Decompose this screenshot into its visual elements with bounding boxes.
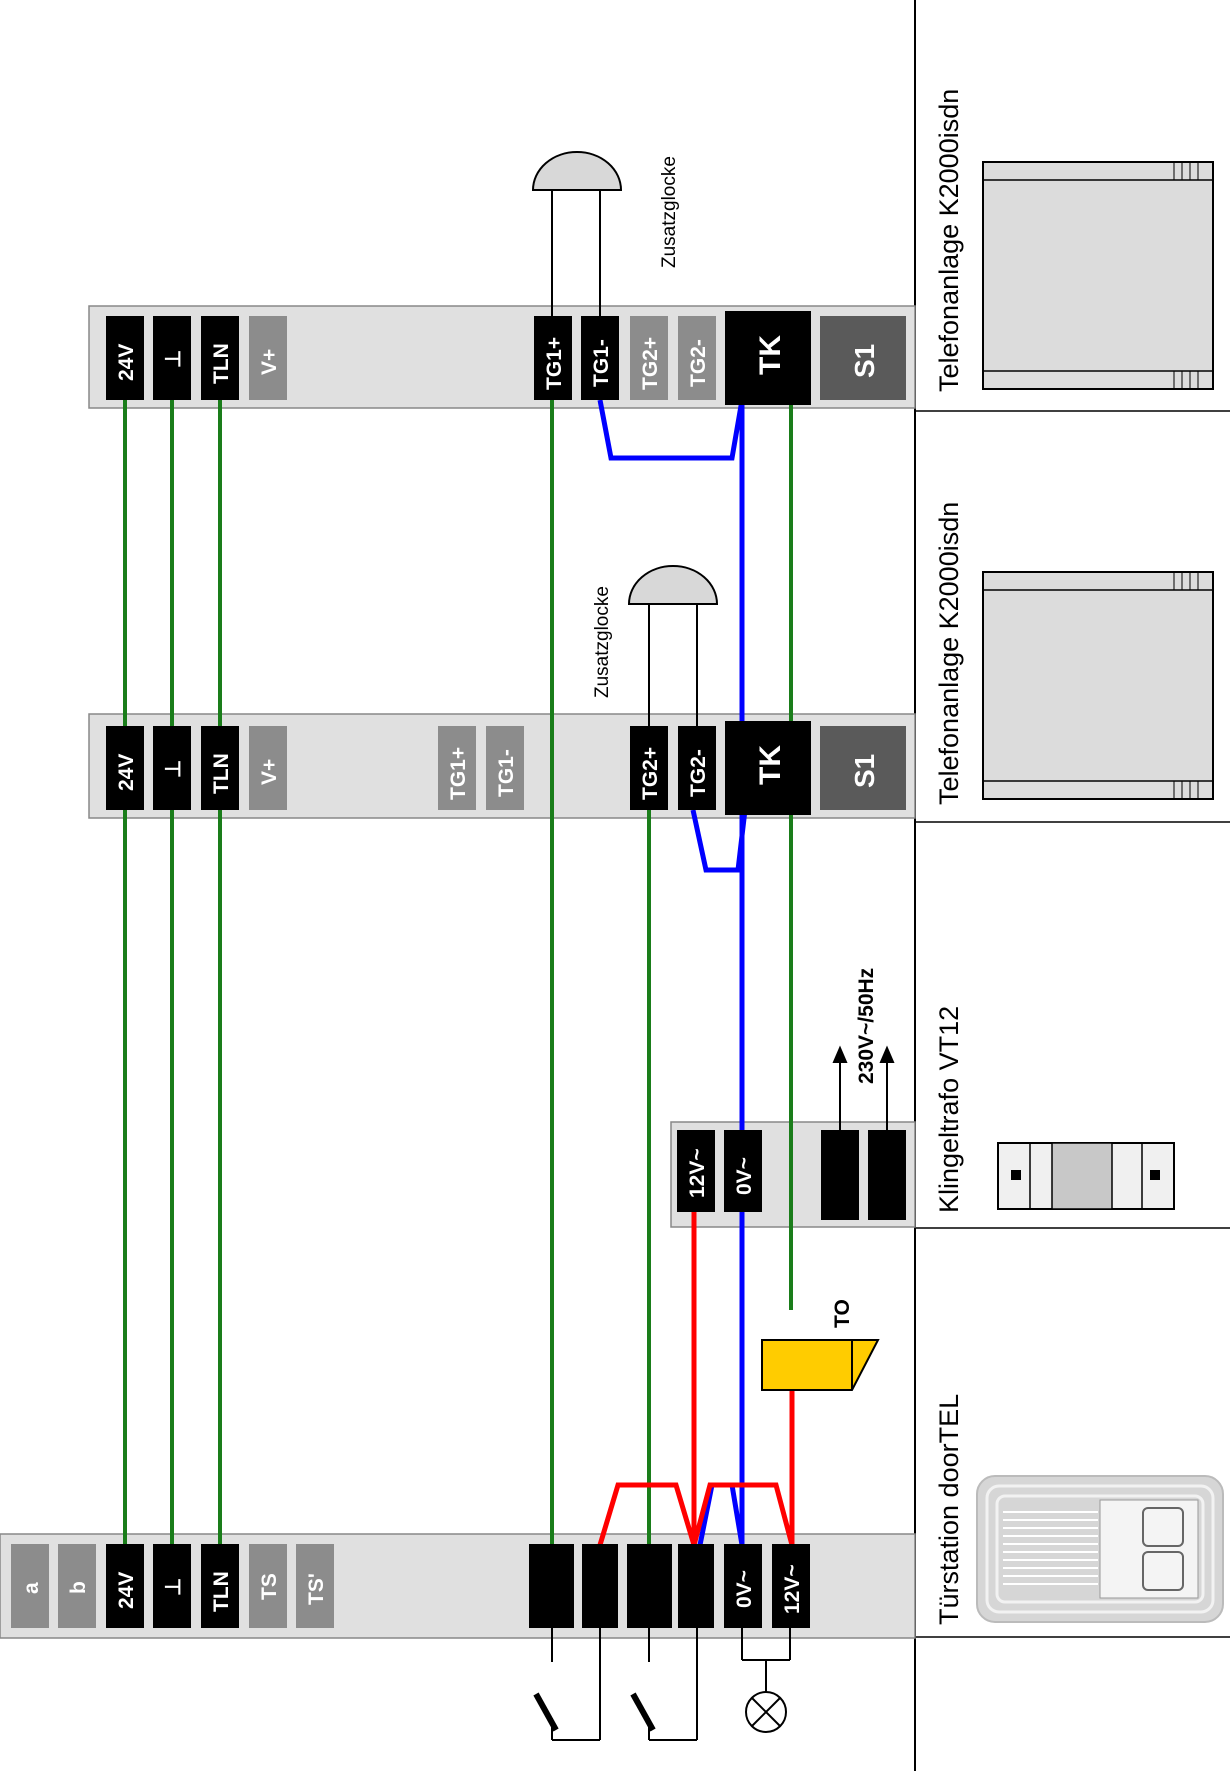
terminal-tk: TK (725, 721, 811, 815)
terminal-12v-ac: 12V~ (677, 1130, 715, 1212)
svg-text:TG2+: TG2+ (639, 337, 662, 390)
terminal-tg2-minus: TG2- (678, 726, 716, 810)
unit-2-terminals: 24V ⊥ TLN V+ TG1+ TG1- TG2+ TG2- TK S1 (106, 721, 906, 815)
terminal-ts-prime: TS' (296, 1544, 334, 1628)
terminal-tln: TLN (201, 726, 239, 810)
svg-text:V+: V+ (258, 759, 281, 785)
svg-text:0V~: 0V~ (733, 1157, 756, 1195)
terminal-ground: ⊥ (153, 1544, 191, 1628)
lamp-icon (741, 1628, 791, 1733)
door-station-icon (976, 1475, 1224, 1623)
arrow-icon (832, 1045, 895, 1130)
door-opener-icon (761, 1339, 880, 1391)
bell-icon (627, 565, 719, 605)
svg-text:S1: S1 (849, 344, 880, 378)
terminal-tg2-plus: TG2+ (630, 316, 668, 400)
panel-label-phone-1: Telefonanlage K2000isdn (934, 502, 964, 805)
switch-icon (533, 1628, 601, 1741)
rail-door-station (0, 1533, 916, 1639)
terminal-tg1-plus: TG1+ (438, 726, 476, 810)
terminal-s1: S1 (820, 316, 906, 400)
mains-label: 230V~/50Hz (855, 968, 878, 1084)
terminal-tk: TK (725, 311, 811, 405)
bell-label: Zusatzglocke (659, 156, 680, 268)
terminal-tg2-minus: TG2- (678, 316, 716, 400)
terminal-tg1-plus: TG1+ (534, 316, 572, 400)
terminal-switch-1a (529, 1544, 574, 1628)
svg-text:24V: 24V (115, 344, 138, 381)
svg-text:TLN: TLN (210, 343, 233, 384)
door-station-terminals: a b 24V ⊥ TLN TS TS' 0V~ 12V~ (11, 1544, 810, 1628)
panel-label-phone-2: Telefonanlage K2000isdn (934, 89, 964, 392)
svg-text:TLN: TLN (210, 1571, 233, 1612)
terminal-ground: ⊥ (153, 316, 191, 400)
mains-terminal (868, 1130, 906, 1220)
svg-text:⊥: ⊥ (162, 350, 185, 368)
terminal-tln: TLN (201, 316, 239, 400)
svg-text:TG1-: TG1- (495, 749, 518, 797)
svg-text:12V~: 12V~ (686, 1148, 709, 1198)
phone-system-icon (982, 161, 1214, 390)
transformer-terminals: 12V~ 0V~ (677, 1130, 906, 1220)
svg-text:TG2+: TG2+ (639, 747, 662, 800)
terminal-24v: 24V (106, 316, 144, 400)
svg-text:V+: V+ (258, 349, 281, 375)
terminal-ground: ⊥ (153, 726, 191, 810)
svg-text:0V~: 0V~ (733, 1570, 756, 1608)
svg-text:12V~: 12V~ (781, 1564, 804, 1614)
terminal-tln: TLN (201, 1544, 239, 1628)
svg-text:⊥: ⊥ (162, 760, 185, 778)
terminal-24v: 24V (106, 726, 144, 810)
wires-bell-black (551, 190, 698, 728)
wires-ac-red (597, 1212, 795, 1546)
mains-terminal (821, 1130, 859, 1220)
terminal-a: a (11, 1544, 49, 1628)
panel-label-transformer: Klingeltrafo VT12 (934, 1006, 964, 1213)
bell-label: Zusatzglocke (592, 586, 613, 698)
terminal-tg1-minus: TG1- (486, 726, 524, 810)
panel-label-door-station: Türstation doorTEL (934, 1394, 964, 1625)
terminal-s1: S1 (820, 726, 906, 810)
svg-text:⊥: ⊥ (162, 1578, 185, 1596)
bell-icon (531, 151, 623, 191)
terminal-switch-1b (582, 1544, 618, 1628)
switch-icon (630, 1628, 698, 1741)
terminal-ts: TS (249, 1544, 287, 1628)
svg-text:TLN: TLN (210, 753, 233, 794)
terminal-b: b (58, 1544, 96, 1628)
phone-system-icon (982, 571, 1214, 800)
door-opener-label: TO (831, 1299, 854, 1328)
terminal-v-plus: V+ (249, 316, 287, 400)
svg-text:TS': TS' (305, 1573, 328, 1605)
terminal-switch-2a (627, 1544, 672, 1628)
svg-text:TK: TK (754, 335, 787, 375)
svg-text:b: b (67, 1581, 90, 1594)
terminal-tg2-plus: TG2+ (630, 726, 668, 810)
unit-1-terminals: 24V ⊥ TLN V+ TG1+ TG1- TG2+ TG2- TK S1 (106, 311, 906, 405)
terminal-v-plus: V+ (249, 726, 287, 810)
svg-text:24V: 24V (115, 754, 138, 791)
svg-text:TG1+: TG1+ (543, 337, 566, 390)
terminal-12v-ac: 12V~ (772, 1544, 810, 1628)
svg-text:TG1-: TG1- (590, 339, 613, 387)
svg-text:TS: TS (258, 1573, 281, 1600)
transformer-icon (997, 1142, 1175, 1210)
terminal-0v-ac: 0V~ (724, 1544, 762, 1628)
svg-text:24V: 24V (115, 1572, 138, 1609)
terminal-switch-2b (678, 1544, 714, 1628)
terminal-0v-ac: 0V~ (724, 1130, 762, 1212)
svg-text:TG2-: TG2- (687, 339, 710, 387)
terminal-24v: 24V (106, 1544, 144, 1628)
label-strip (914, 0, 1230, 1771)
terminal-tg1-minus: TG1- (581, 316, 619, 400)
svg-text:S1: S1 (849, 754, 880, 788)
svg-text:TG1+: TG1+ (447, 747, 470, 800)
svg-text:a: a (20, 1582, 43, 1594)
svg-text:TG2-: TG2- (687, 749, 710, 797)
wires-24v-green (123, 400, 793, 1550)
svg-text:TK: TK (754, 745, 787, 785)
